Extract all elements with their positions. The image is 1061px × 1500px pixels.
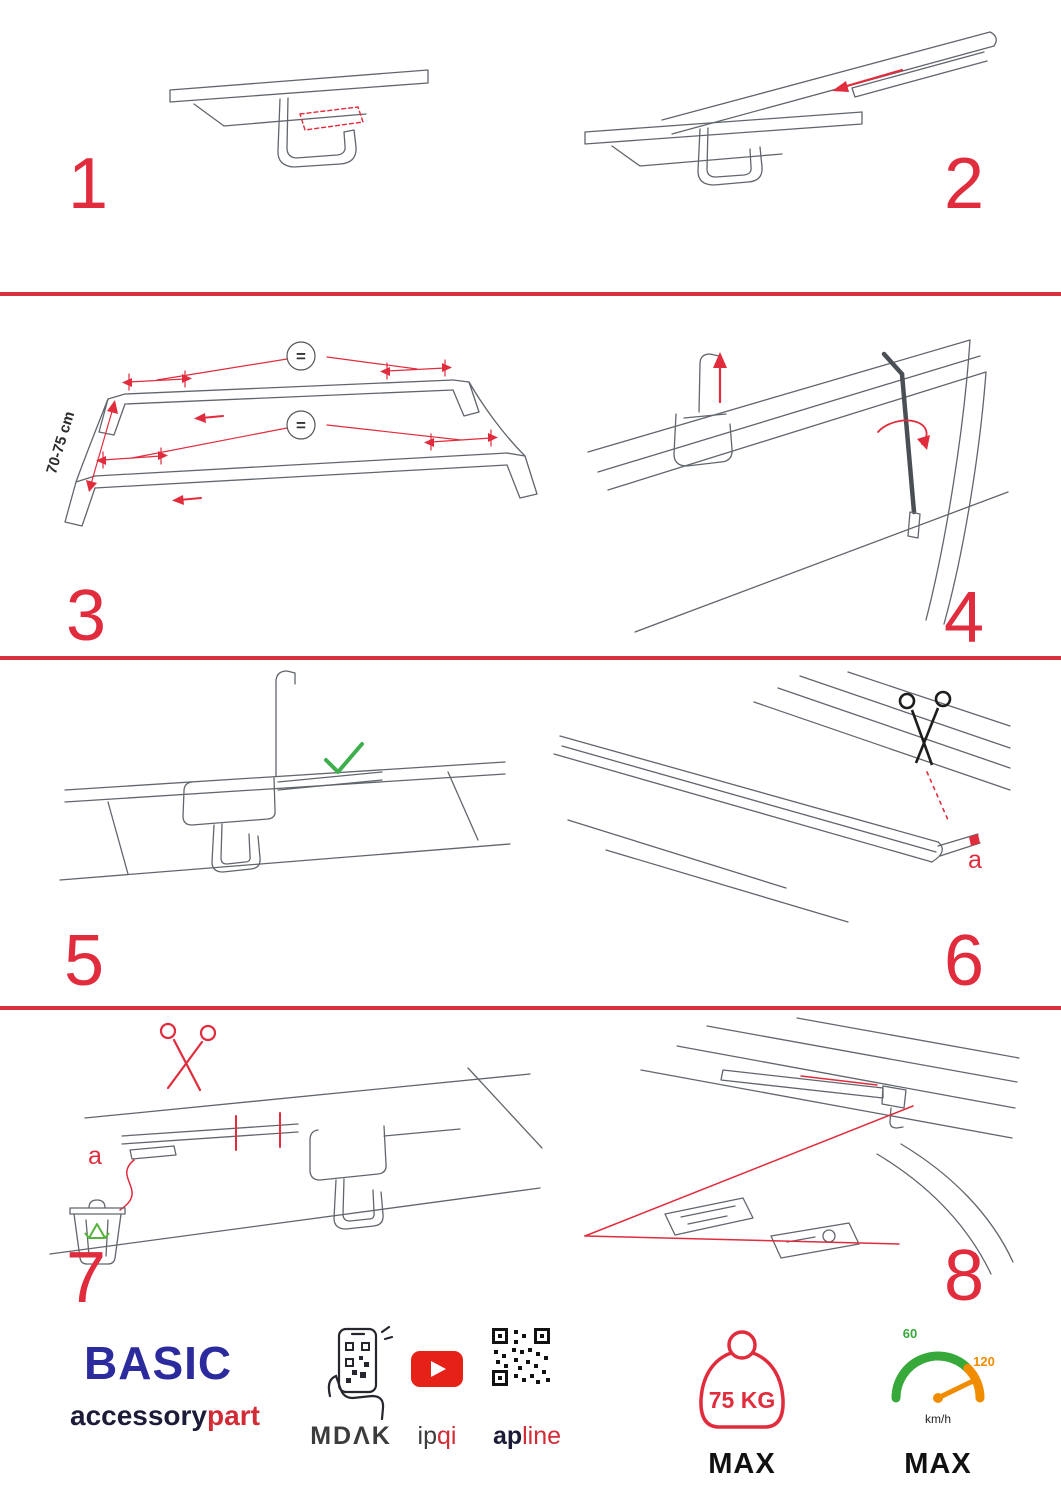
step-8-number: 8 [944,1236,985,1316]
step-1-illustration [169,69,429,168]
equal-spacing-marks: = = [286,341,316,440]
step-4-number: 4 [944,578,985,658]
equal-top: = [296,347,306,366]
brand-logo-accessorypart: accessorypart [70,1400,260,1432]
step-6-illustration: a [553,671,1011,923]
weight-max-label: MAX [708,1448,776,1480]
phone-qr-icon [327,1325,394,1420]
logo-apline-dark: ap [492,1422,523,1450]
cut-marks [235,1112,281,1151]
pull-up-arrow [713,352,727,404]
qr-code-icon [490,1326,552,1388]
gauge-needle [935,1378,976,1401]
youtube-icon [411,1351,463,1387]
brand-word-accessory: accessory [70,1400,208,1431]
logo-apline-red: line [522,1422,562,1450]
locking-pin [275,670,296,777]
step-5-illustration [59,670,511,881]
checkmark-icon [324,742,364,774]
recycle-icon [84,1223,110,1239]
strip-end-highlight [969,834,980,846]
scissors-icon [898,690,952,766]
step-6-number: 6 [944,921,985,1001]
red-separator-1 [0,292,1061,296]
step-7-illustration: a [49,1022,543,1265]
step-5-number: 5 [64,921,105,1001]
allen-key-icon [881,351,917,515]
red-separator-2 [0,656,1061,660]
step-2-illustration [584,31,997,186]
step-1-number: 1 [68,144,109,224]
dimension-label: 70-75 cm [43,409,78,475]
weight-value: 75 KG [709,1387,775,1413]
rotate-arrow [877,419,930,450]
brand-word-part: part [207,1400,260,1431]
step-3-number: 3 [66,576,107,656]
brand-logo-basic: BASIC [84,1337,233,1389]
weight-icon: 75 KG [699,1330,785,1429]
step-4-illustration [587,339,1009,633]
phone-qr-pattern [345,1342,370,1383]
logo-apline: apline [482,1422,572,1451]
logo-ipqi-dark: ip [417,1422,437,1450]
speedometer-icon: 60 120 km/h [891,1326,995,1426]
scissors-icon-red [159,1022,217,1092]
slide-arrows [172,413,224,505]
speed-unit: km/h [925,1412,951,1426]
logo-mdak: MDΛK [310,1422,392,1450]
cut-piece [129,1145,177,1160]
step-2-number: 2 [944,144,985,224]
logo-ipqi: ipqi [403,1422,471,1451]
speed-max-label: MAX [904,1448,972,1480]
pad-highlight [299,106,364,131]
logo-ipqi-red: qi [437,1422,457,1450]
speed-tick-120: 120 [973,1354,995,1369]
step-3-illustration: = = 70-75 cm [43,341,538,527]
step-8-illustration [584,1017,1020,1275]
slide-arrow [832,68,904,92]
equal-bottom: = [296,416,306,435]
strip-label-a: a [88,1142,102,1170]
step-7-number: 7 [66,1238,107,1318]
trash-icon [69,1199,126,1265]
red-separator-3 [0,1006,1061,1010]
strip-label-a: a [968,846,982,874]
speed-tick-60: 60 [903,1326,917,1341]
alignment-lines [584,1075,914,1245]
